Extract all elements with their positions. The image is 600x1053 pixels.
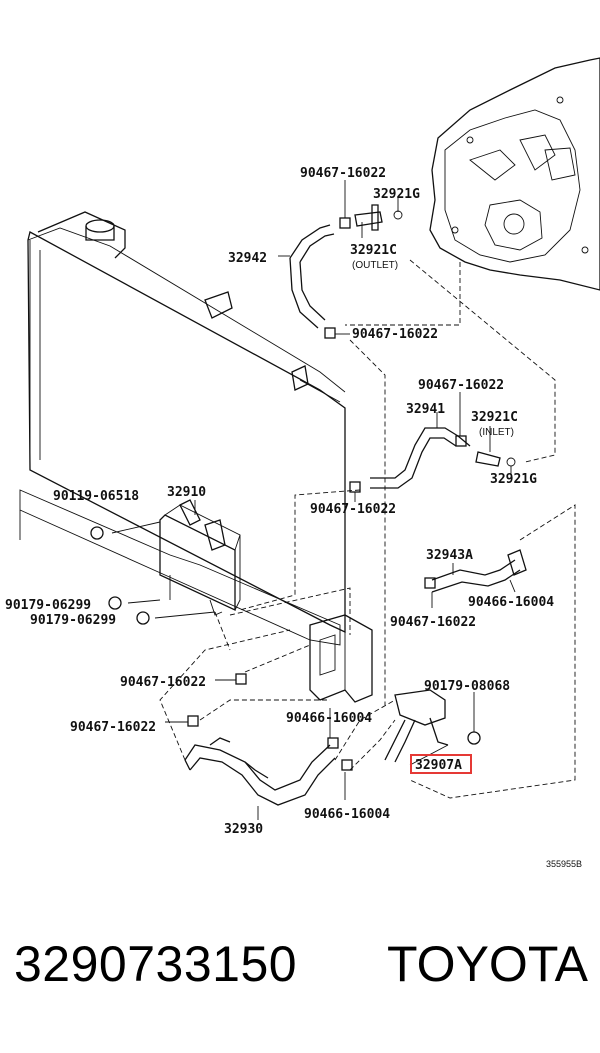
label-32910: 32910 (167, 485, 206, 500)
label-90467-16022-right: 90467-16022 (418, 378, 504, 393)
label-90466-16004-right: 90466-16004 (468, 595, 554, 610)
label-32930: 32930 (224, 822, 263, 837)
hose-32942 (289, 224, 335, 329)
oil-cooler (159, 499, 241, 616)
highlight-box-32907a (410, 754, 472, 774)
union-32921c-inlet (475, 451, 516, 467)
label-90467-16022-top: 90467-16022 (300, 166, 386, 181)
label-32907a: 32907A (415, 758, 462, 773)
label-90179-06299-b: 90179-06299 (30, 613, 116, 628)
label-90467-16022-mid: 90467-16022 (352, 327, 438, 342)
transmission-housing (429, 57, 600, 291)
brand-name: TOYOTA (387, 936, 588, 992)
footer: 3290733150 TOYOTA (0, 935, 600, 1005)
label-90467-16022-hose: 90467-16022 (310, 502, 396, 517)
label-32921g-inlet: 32921G (490, 472, 537, 487)
hose-32930 (184, 737, 336, 806)
label-90467-16022-lower: 90467-16022 (70, 720, 156, 735)
callout-labels: 90467-16022 32921G 32942 32921C (OUTLET)… (5, 166, 582, 869)
hose-32941 (370, 427, 471, 489)
label-90466-16004-mid: 90466-16004 (286, 711, 372, 726)
label-32943a: 32943A (426, 548, 473, 563)
label-90179-06299-a: 90179-06299 (5, 598, 91, 613)
figure-id: 355955B (546, 859, 582, 869)
label-inlet: (INLET) (479, 427, 514, 438)
label-90467-16022-43a: 90467-16022 (390, 615, 476, 630)
clamps (90, 217, 481, 771)
bracket-32907a (309, 614, 449, 763)
label-90467-16022-left: 90467-16022 (120, 675, 206, 690)
label-90466-16004-bottom: 90466-16004 (304, 807, 390, 822)
label-32941: 32941 (406, 402, 445, 417)
label-32921g-outlet: 32921G (373, 187, 420, 202)
label-90119-06518: 90119-06518 (53, 489, 139, 504)
parts-diagram: 90467-16022 32921G 32942 32921C (OUTLET)… (5, 57, 600, 869)
label-32921c-outlet: 32921C (350, 243, 397, 258)
label-90179-08068: 90179-08068 (424, 679, 510, 694)
radiator (19, 211, 346, 646)
label-outlet: (OUTLET) (352, 260, 398, 271)
label-32921c-inlet: 32921C (471, 410, 518, 425)
hose-32943a (431, 549, 527, 593)
leader-lines (111, 180, 576, 820)
part-number: 3290733150 (14, 936, 298, 992)
label-32942: 32942 (228, 251, 267, 266)
